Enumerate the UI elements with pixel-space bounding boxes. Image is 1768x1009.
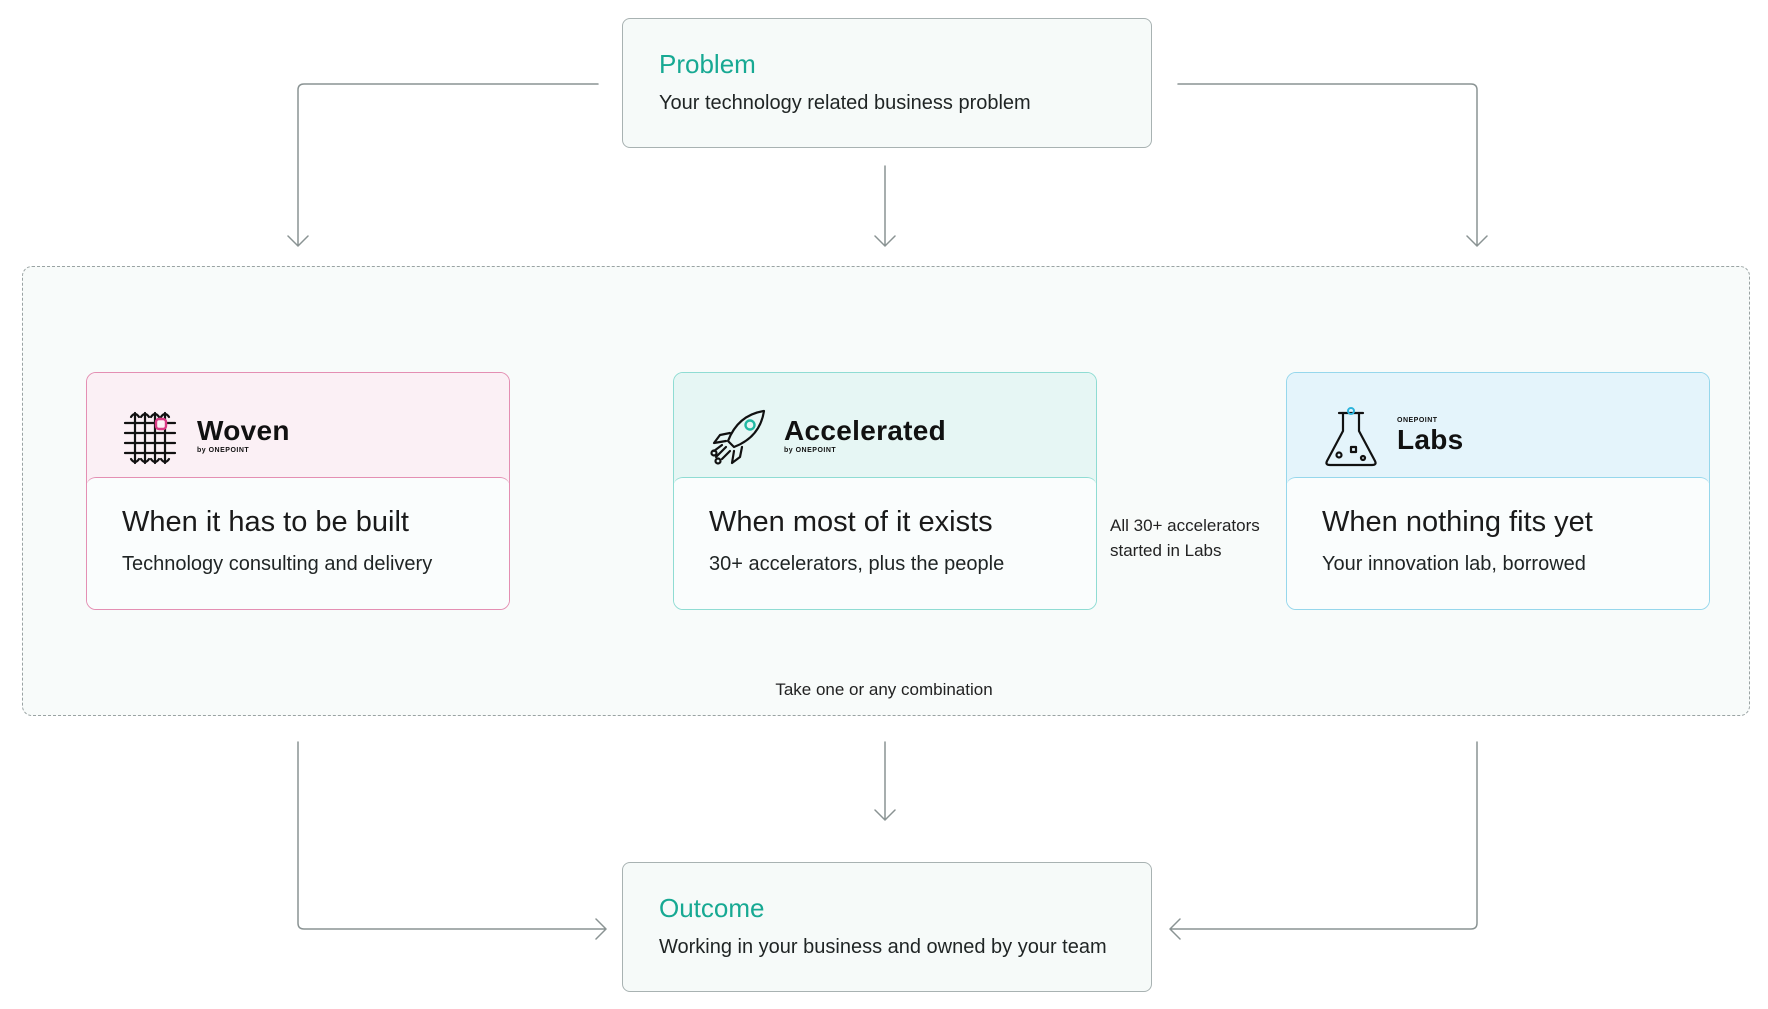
accelerated-card: Accelerated by ONEPOINT When most of it … xyxy=(673,372,1097,610)
labs-note-line-1: All 30+ accelerators xyxy=(1110,516,1260,535)
arrow-problem-to-woven xyxy=(287,83,599,247)
labs-note-line-2: started in Labs xyxy=(1110,541,1222,560)
woven-card: Woven by ONEPOINT When it has to be buil… xyxy=(86,372,510,610)
woven-subtitle: Technology consulting and delivery xyxy=(122,553,433,575)
woven-card-header: Woven by ONEPOINT xyxy=(87,373,509,481)
arrow-accelerated-to-outcome xyxy=(874,741,896,821)
labs-accelerators-note: All 30+ accelerators started in Labs xyxy=(1110,513,1260,563)
arrow-woven-to-outcome xyxy=(297,741,607,940)
accelerated-brand-name: Accelerated xyxy=(784,415,947,446)
problem-subtitle: Your technology related business problem xyxy=(659,92,1031,114)
problem-title: Problem xyxy=(659,49,756,79)
accelerated-subtitle: 30+ accelerators, plus the people xyxy=(709,553,1005,575)
arrow-problem-to-labs xyxy=(1177,83,1488,247)
labs-subtitle: Your innovation lab, borrowed xyxy=(1322,553,1586,575)
woven-card-body: When it has to be built Technology consu… xyxy=(87,477,509,609)
labs-card-body: When nothing fits yet Your innovation la… xyxy=(1287,477,1709,609)
rocket-icon xyxy=(710,409,766,465)
labs-card-header: ONEPOINT Labs xyxy=(1287,373,1709,481)
arrow-labs-to-outcome xyxy=(1169,741,1478,940)
woven-title: When it has to be built xyxy=(122,506,409,538)
combination-note: Take one or any combination xyxy=(775,680,993,699)
woven-knot-icon xyxy=(123,411,177,465)
arrow-problem-to-accelerated xyxy=(874,165,896,247)
outcome-title: Outcome xyxy=(659,893,765,923)
labs-brand-name: Labs xyxy=(1397,424,1464,455)
outcome-subtitle: Working in your business and owned by yo… xyxy=(659,936,1107,958)
flask-icon xyxy=(1325,407,1377,467)
labs-card: ONEPOINT Labs When nothing fits yet Your… xyxy=(1286,372,1710,610)
accelerated-brand: Accelerated by ONEPOINT xyxy=(784,415,946,454)
woven-brand-by: by ONEPOINT xyxy=(197,447,250,454)
labs-brand-top: ONEPOINT xyxy=(1397,417,1438,424)
labs-title: When nothing fits yet xyxy=(1322,506,1593,538)
accelerated-card-header: Accelerated by ONEPOINT xyxy=(674,373,1096,481)
labs-brand: ONEPOINT Labs xyxy=(1397,417,1464,456)
accelerated-card-body: When most of it exists 30+ accelerators,… xyxy=(674,477,1096,609)
woven-brand-name: Woven xyxy=(197,415,290,446)
accelerated-brand-by: by ONEPOINT xyxy=(784,447,837,454)
problem-box: Problem Your technology related business… xyxy=(622,18,1152,148)
outcome-box: Outcome Working in your business and own… xyxy=(622,862,1152,992)
accelerated-title: When most of it exists xyxy=(709,506,993,538)
woven-brand: Woven by ONEPOINT xyxy=(197,415,290,454)
